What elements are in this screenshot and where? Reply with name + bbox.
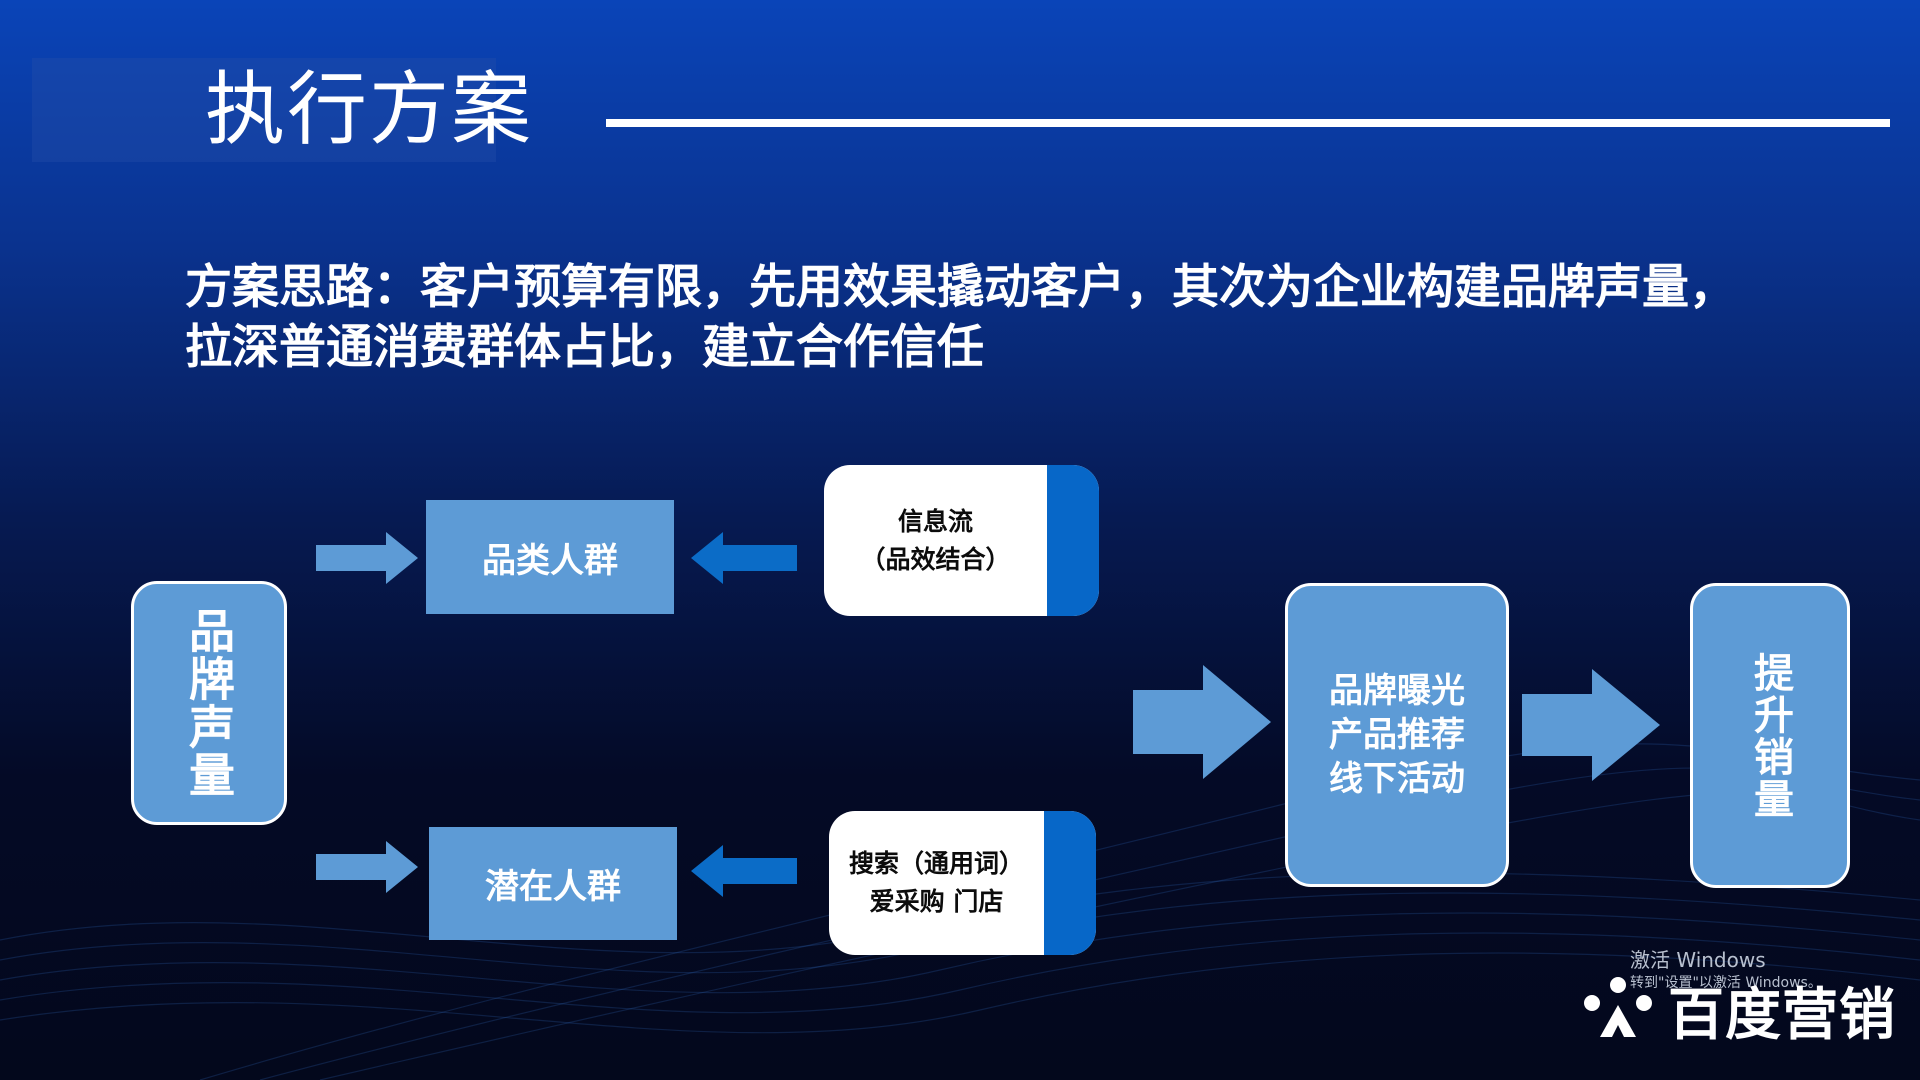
- exposure-box: 品牌曝光 产品推荐 线下活动: [1285, 583, 1509, 887]
- category-group-box: 品类人群: [426, 500, 674, 614]
- brand-volume-box: 品牌声量: [131, 581, 287, 825]
- paw-icon: [1584, 977, 1652, 1037]
- arrow-to-sales: [1522, 669, 1660, 781]
- potential-group-label: 潜在人群: [485, 867, 621, 907]
- exposure-line-2: 产品推荐: [1329, 715, 1465, 755]
- feed-card-bar: [1047, 465, 1099, 616]
- feed-subtitle: （品效结合）: [860, 544, 1011, 574]
- baidu-marketing-logo: 百度营销: [1578, 970, 1896, 1050]
- brand-volume-label: 品牌声量: [182, 607, 236, 799]
- category-group-label: 品类人群: [482, 540, 618, 581]
- search-card: 搜索（通用词） 爱采购 门店: [829, 811, 1096, 955]
- feed-card: 信息流 （品效结合）: [824, 465, 1099, 616]
- title-divider: [606, 119, 1890, 127]
- idea-text: 方案思路：客户预算有限，先用效果撬动客户，其次为企业构建品牌声量， 拉深普通消费…: [185, 258, 1825, 378]
- arrow-to-category: [316, 532, 418, 584]
- arrow-to-potential: [316, 841, 418, 893]
- activation-watermark-hint: 转到"设置"以激活 Windows。: [1630, 975, 1822, 991]
- activation-watermark: 激活 Windows: [1630, 948, 1766, 972]
- arrow-from-feed: [691, 532, 797, 584]
- logo-text: 百度营销: [1668, 982, 1896, 1048]
- idea-line-1: 方案思路：客户预算有限，先用效果撬动客户，其次为企业构建品牌声量，: [185, 260, 1736, 315]
- arrow-to-exposure: [1133, 665, 1271, 779]
- boost-sales-label: 提升销量: [1747, 651, 1793, 820]
- title-background: [32, 58, 496, 162]
- potential-group-box: 潜在人群: [429, 827, 677, 940]
- exposure-line-3: 线下活动: [1329, 759, 1465, 799]
- slide-title: 执行方案: [205, 63, 533, 156]
- search-subtitle: 爱采购 门店: [869, 887, 1004, 916]
- boost-sales-box: 提升销量: [1690, 583, 1850, 888]
- exposure-line-1: 品牌曝光: [1329, 671, 1465, 711]
- idea-line-2: 拉深普通消费群体占比，建立合作信任: [185, 320, 984, 375]
- feed-title: 信息流: [897, 506, 973, 536]
- search-card-bar: [1044, 811, 1096, 955]
- search-title: 搜索（通用词）: [848, 849, 1024, 878]
- arrow-from-search: [691, 845, 797, 897]
